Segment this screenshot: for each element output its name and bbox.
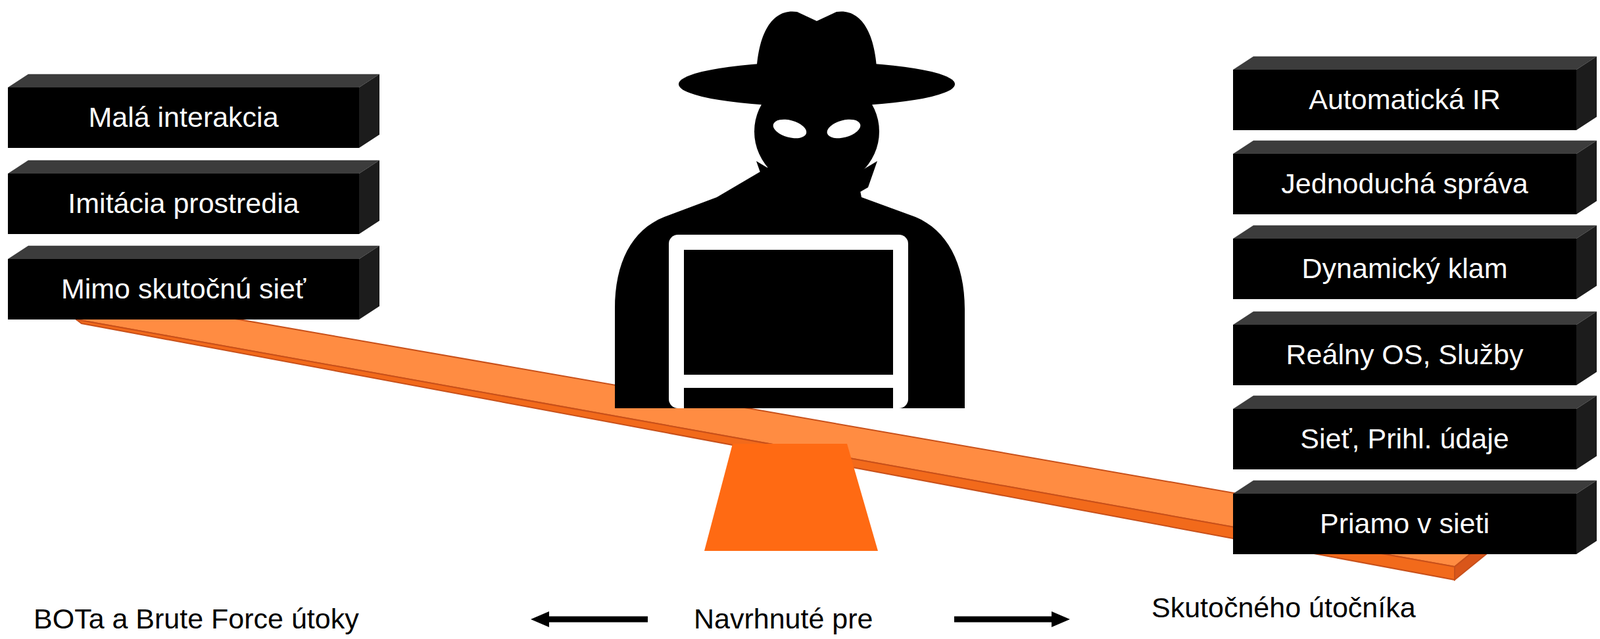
box-face — [1233, 395, 1597, 410]
hacker-silhouette — [614, 11, 965, 409]
box-label: Priamo v sieti — [1319, 507, 1490, 540]
process-box: Mimo skutočnú sieť — [7, 259, 360, 320]
box-label: Imitácia prostredia — [67, 187, 299, 220]
process-box: Dynamický klam — [1233, 238, 1577, 300]
process-box: Reálny OS, Služby — [1233, 324, 1577, 386]
box-face — [7, 245, 380, 260]
process-box: Priamo v sieti — [1233, 493, 1577, 555]
process-box: Automatická IR — [1233, 69, 1577, 131]
box-face — [359, 160, 380, 235]
box-face — [7, 160, 380, 174]
caption-label: Navrhnuté pre — [693, 603, 874, 636]
box-label: Mimo skutočnú sieť — [61, 272, 306, 306]
process-box: Sieť, Prihl. údaje — [1233, 409, 1577, 470]
caption-label: Skutočného útočníka — [1151, 591, 1416, 625]
caption-label: BOTa a Brute Force útoky — [33, 603, 360, 636]
box-face — [1576, 140, 1597, 215]
box-face — [359, 74, 380, 148]
box-label: Malá interakcia — [88, 101, 279, 134]
box-label: Automatická IR — [1308, 83, 1501, 116]
box-face — [7, 74, 380, 88]
box-face — [1576, 311, 1597, 386]
box-face — [1576, 395, 1597, 470]
box-face — [1576, 56, 1597, 131]
box-face — [1233, 140, 1597, 154]
process-box: Jednoduchá správa — [1233, 153, 1577, 215]
box-face — [1576, 480, 1597, 555]
box-face — [1233, 480, 1597, 494]
box-face — [1576, 225, 1597, 300]
box-face — [1233, 56, 1597, 70]
box-label: Reálny OS, Služby — [1286, 338, 1524, 371]
box-face — [359, 245, 380, 320]
box-label: Sieť, Prihl. údaje — [1300, 422, 1509, 456]
box-face — [1233, 311, 1597, 325]
box-label: Jednoduchá správa — [1281, 167, 1528, 200]
box-label: Dynamický klam — [1302, 252, 1508, 285]
fulcrum — [704, 443, 878, 552]
process-box: Imitácia prostredia — [7, 173, 360, 235]
box-face — [1233, 225, 1597, 239]
process-box: Malá interakcia — [7, 87, 360, 148]
